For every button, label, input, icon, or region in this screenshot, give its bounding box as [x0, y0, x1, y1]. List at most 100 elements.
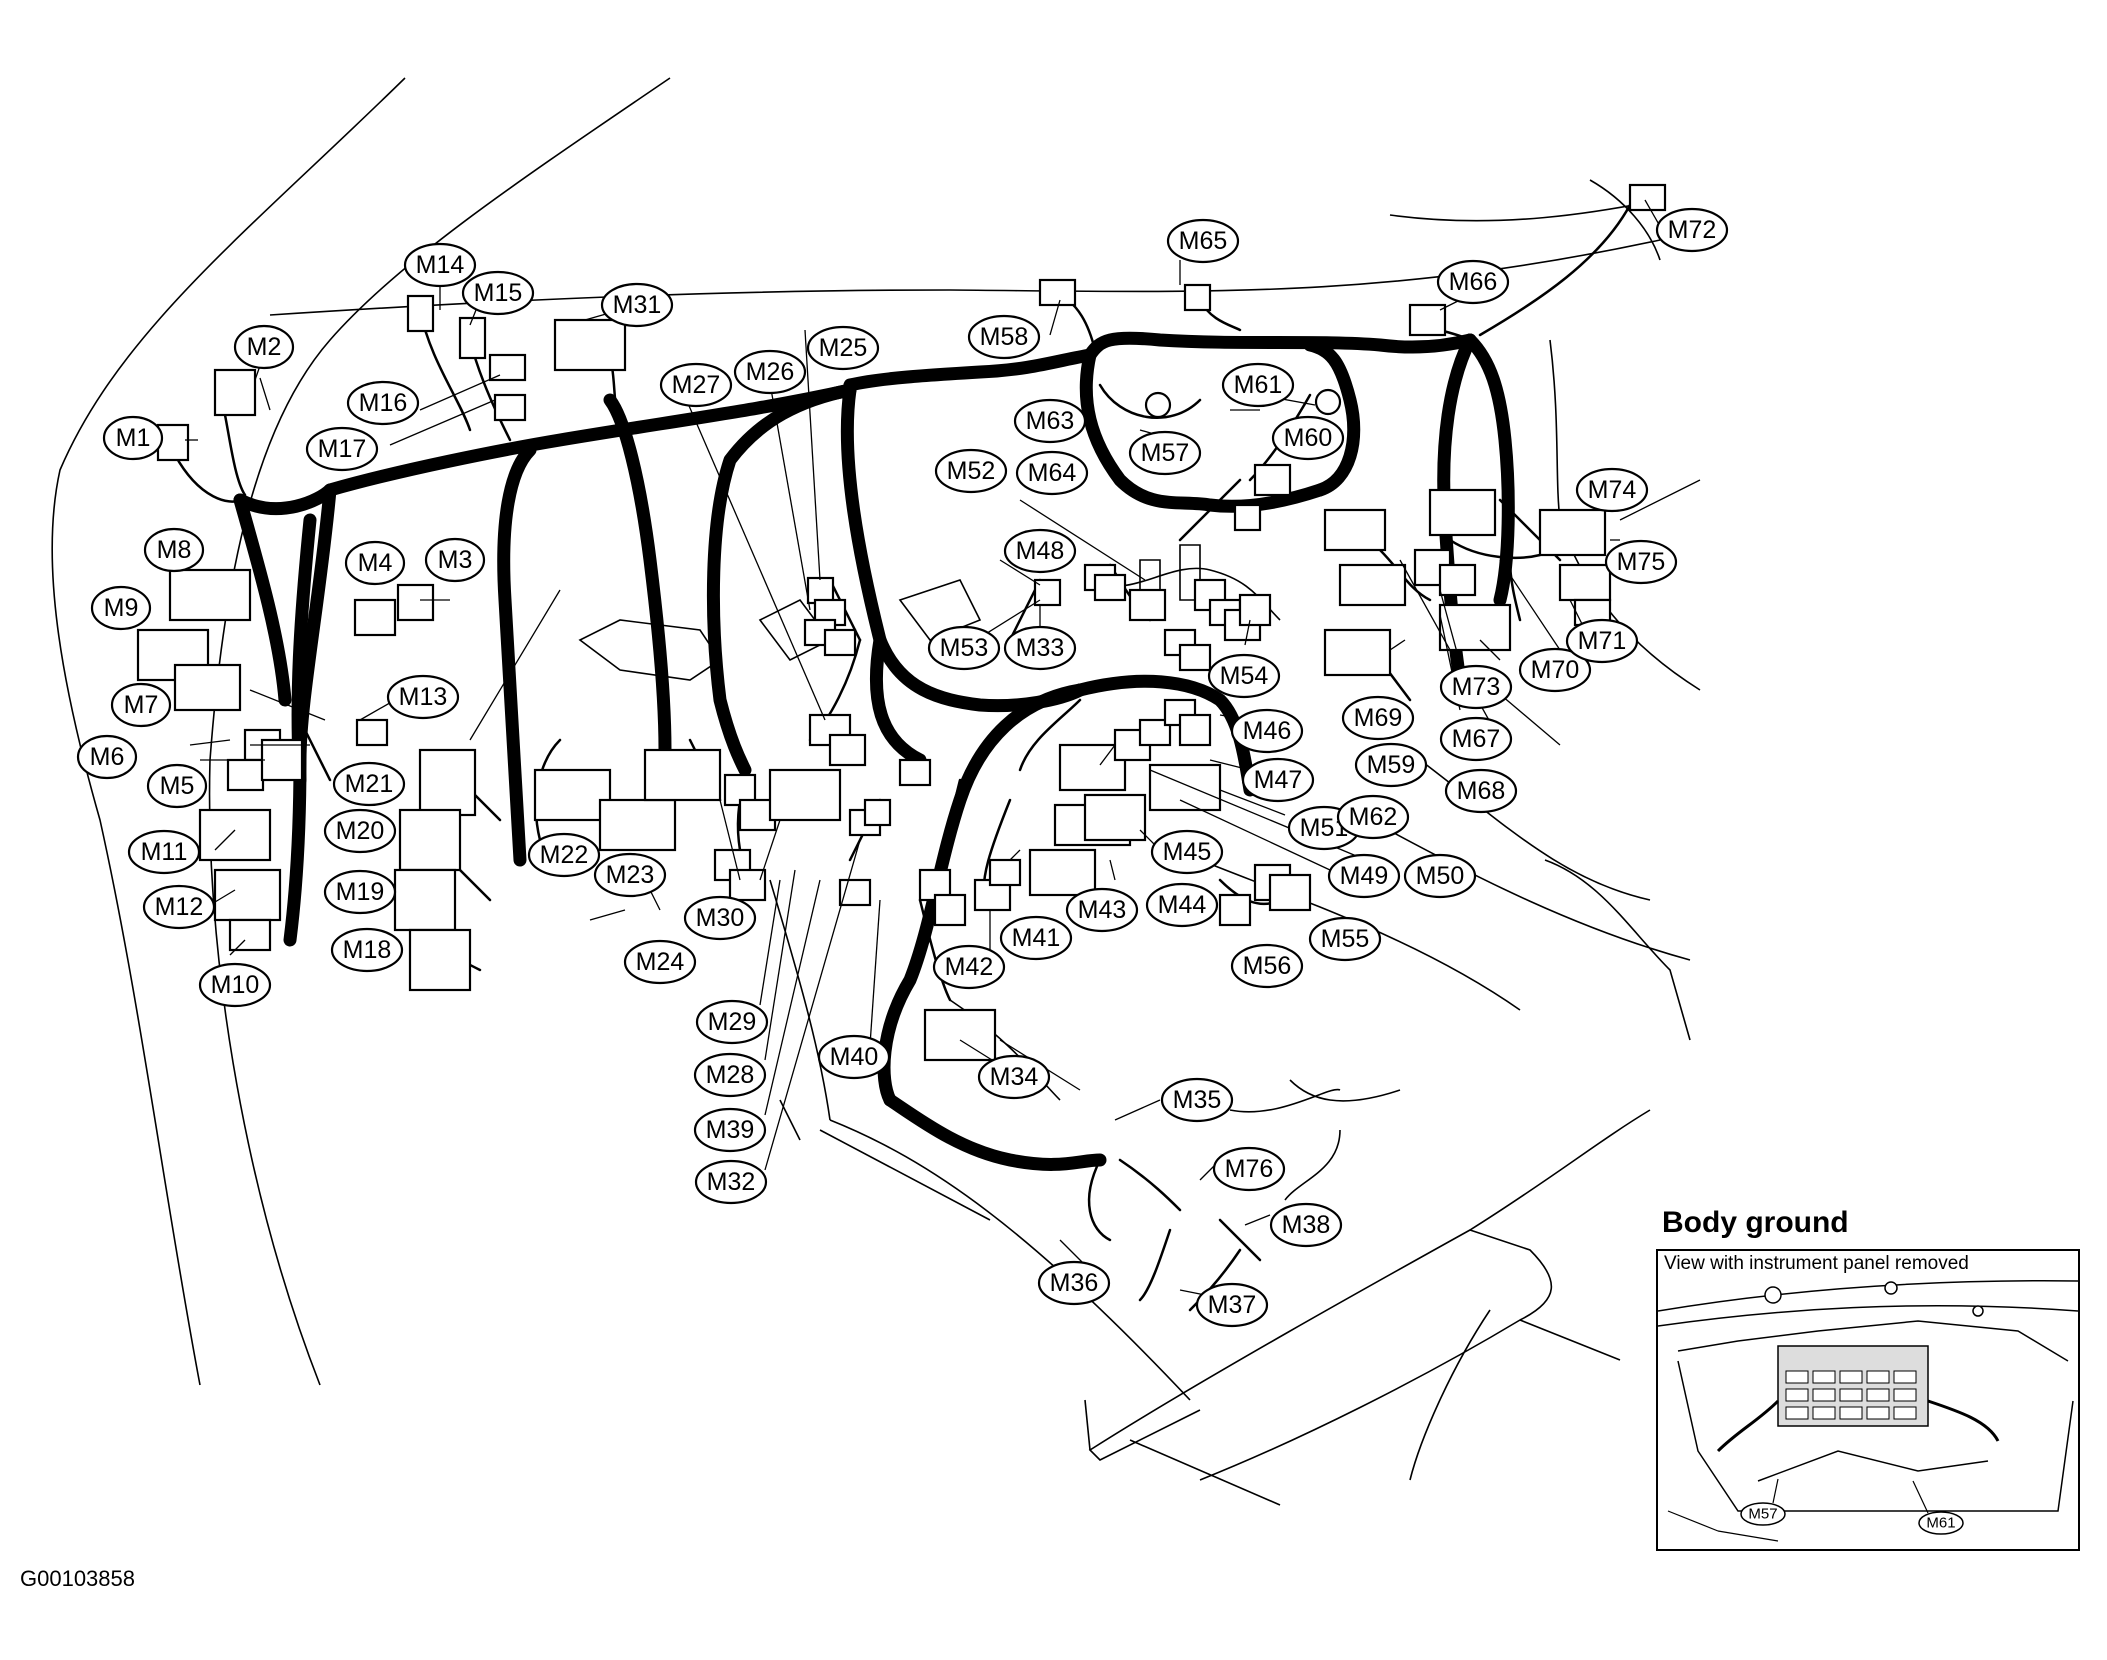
callout-m60: M60 [1271, 415, 1345, 461]
inset-illustration: M57 M61 [1658, 1280, 2078, 1542]
callout-label: M75 [1617, 548, 1666, 576]
callout-m30: M30 [683, 895, 757, 941]
callout-label: M71 [1578, 627, 1627, 655]
callout-bubble [693, 1052, 767, 1098]
callout-label: M74 [1588, 476, 1637, 504]
callout-m17: M17 [305, 426, 379, 472]
callout-label: M25 [819, 334, 868, 362]
callout-bubble [999, 915, 1073, 961]
callout-bubble [1436, 259, 1510, 305]
callout-label: M49 [1340, 862, 1389, 890]
callout-bubble [693, 1107, 767, 1153]
callout-bubble [694, 1159, 768, 1205]
callout-m68: M68 [1444, 768, 1518, 814]
callout-m74: M74 [1575, 467, 1649, 513]
callout-label: M56 [1243, 952, 1292, 980]
callout-m73: M73 [1439, 664, 1513, 710]
callout-m48: M48 [1003, 528, 1077, 574]
callout-m4: M4 [344, 540, 406, 586]
callout-label: M70 [1531, 656, 1580, 684]
callout-bubble [1341, 695, 1415, 741]
callout-bubble [1065, 887, 1139, 933]
callout-label: M26 [746, 358, 795, 386]
callout-bubble [233, 324, 295, 370]
callout-m63: M63 [1013, 398, 1087, 444]
callout-bubble [695, 999, 769, 1045]
callout-bubble [1230, 943, 1304, 989]
callout-m57: M57 [1128, 430, 1202, 476]
callout-bubble [806, 325, 880, 371]
callout-m41: M41 [999, 915, 1073, 961]
callout-label: M13 [399, 683, 448, 711]
callout-bubble [1166, 218, 1240, 264]
figure-code: G00103858 [20, 1566, 135, 1591]
callout-m1: M1 [102, 415, 164, 461]
callout-label: M14 [416, 251, 465, 279]
callout-bubble [142, 884, 216, 930]
callout-bubble [1128, 430, 1202, 476]
callout-label: M47 [1254, 766, 1303, 794]
callout-label: M76 [1225, 1155, 1274, 1183]
inset-title: Body ground [1662, 1206, 1849, 1239]
callout-label: M22 [540, 841, 589, 869]
callout-m13: M13 [386, 674, 460, 720]
callout-bubble [733, 349, 807, 395]
callout-m18: M18 [330, 927, 404, 973]
callout-m2: M2 [233, 324, 295, 370]
callout-label: M11 [141, 838, 188, 866]
callout-label: M24 [636, 948, 685, 976]
callout-label: M50 [1416, 862, 1465, 890]
callout-label: M39 [706, 1116, 755, 1144]
callout-label: M66 [1449, 268, 1498, 296]
callout-bubble [424, 537, 486, 583]
callout-label: M52 [947, 457, 996, 485]
callout-m7: M7 [110, 682, 172, 728]
callout-m14: M14 [403, 242, 477, 288]
callout-bubble [967, 314, 1041, 360]
callout-m56: M56 [1230, 943, 1304, 989]
callout-label: M16 [359, 389, 408, 417]
inset-caption: View with instrument panel removed [1664, 1253, 1969, 1274]
callout-bubble [1221, 362, 1295, 408]
callout-label: M19 [336, 878, 385, 906]
callout-label: M53 [940, 634, 989, 662]
callout-bubble [1518, 647, 1592, 693]
callout-bubble [817, 1034, 891, 1080]
callout-bubble [1336, 794, 1410, 840]
callout-label: M32 [707, 1168, 756, 1196]
callout-m55: M55 [1308, 916, 1382, 962]
callout-m42: M42 [932, 944, 1006, 990]
callout-m3: M3 [424, 537, 486, 583]
callout-m20: M20 [323, 808, 397, 854]
body-ground-inset: M57 M61 View with instrument panel remov… [1656, 1249, 2080, 1551]
callout-m32: M32 [694, 1159, 768, 1205]
callout-m38: M38 [1269, 1202, 1343, 1248]
callout-m10: M10 [198, 962, 272, 1008]
callout-label: M33 [1016, 634, 1065, 662]
callout-bubble [1145, 882, 1219, 928]
callout-bubble [102, 415, 164, 461]
callout-label: M73 [1452, 673, 1501, 701]
callout-label: M20 [336, 817, 385, 845]
callout-label: M35 [1173, 1086, 1222, 1114]
callout-bubble [1207, 653, 1281, 699]
callout-bubble [934, 448, 1008, 494]
callout-m16: M16 [346, 380, 420, 426]
callout-label: M60 [1284, 424, 1333, 452]
callout-bubble [1230, 708, 1304, 754]
callout-m43: M43 [1065, 887, 1139, 933]
callout-bubble [1212, 1146, 1286, 1192]
callout-bubble [1354, 742, 1428, 788]
callout-bubble [1160, 1077, 1234, 1123]
callout-bubble [527, 832, 601, 878]
callout-bubble [127, 829, 201, 875]
callout-m61: M61 [1221, 362, 1295, 408]
callout-m25: M25 [806, 325, 880, 371]
callout-bubble [1403, 853, 1477, 899]
callout-m58: M58 [967, 314, 1041, 360]
callout-m26: M26 [733, 349, 807, 395]
callout-label: M8 [157, 536, 192, 564]
callout-bubble [143, 527, 205, 573]
callout-m24: M24 [623, 939, 697, 985]
callout-label: M18 [343, 936, 392, 964]
